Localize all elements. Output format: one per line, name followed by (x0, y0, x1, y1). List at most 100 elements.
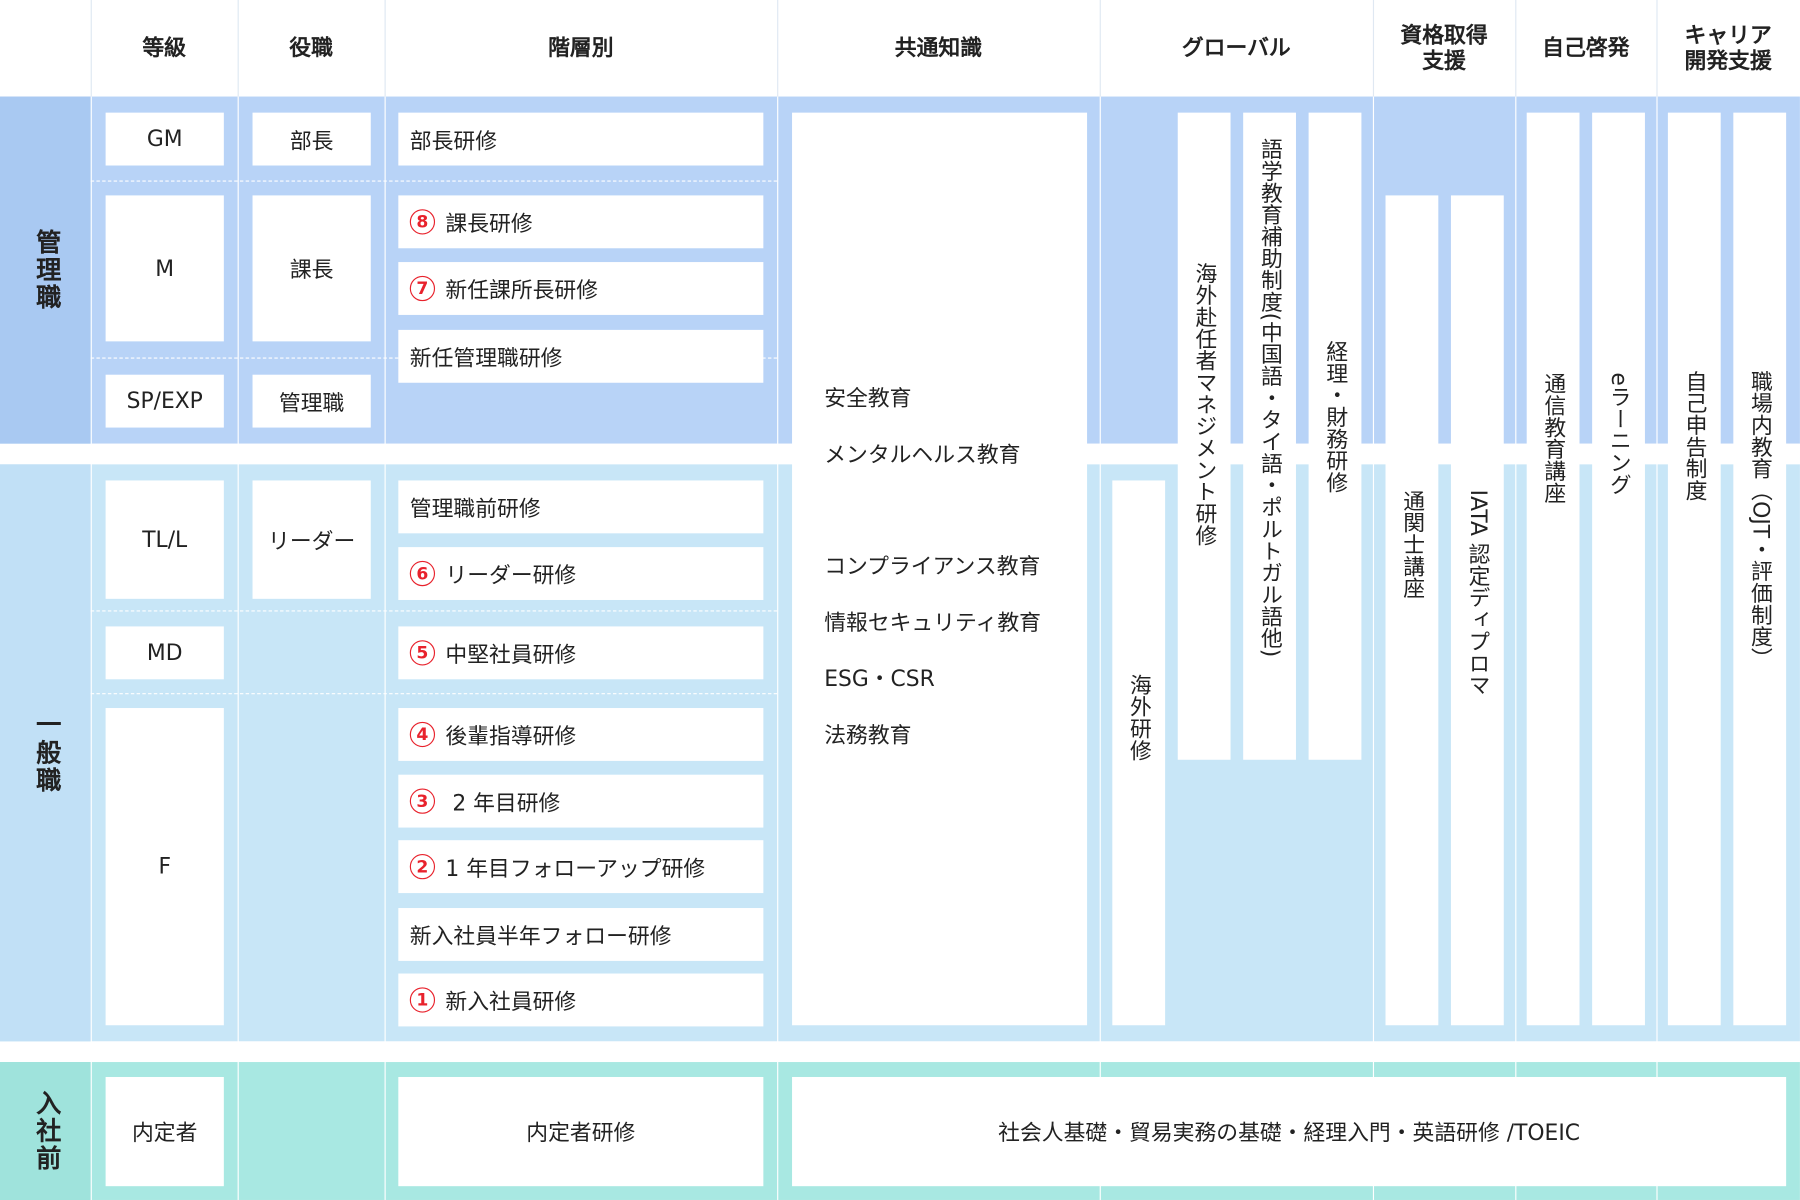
global-language-aid: 語学教育補助制度(中国語・タイ語・ポルトガル語他) (1243, 112, 1296, 760)
grade-naiteisha: 内定者 (105, 1076, 224, 1187)
tier-training-item: 新入社員半年フォロー研修 (398, 908, 764, 961)
career-self-report: 自己申告制度 (1667, 112, 1721, 1026)
tier-training-label: 中堅社員研修 (445, 641, 577, 668)
header-divider (1099, 0, 1101, 97)
tier-training-item: 新任管理職研修 (398, 329, 764, 383)
grade-f: F (105, 708, 224, 1026)
column-separator (237, 96, 239, 1200)
self-dev-correspondence: 通信教育講座 (1526, 112, 1580, 1026)
management-label-cell: 管理職 (0, 96, 91, 444)
training-number-badge: 5 (409, 640, 436, 666)
common-item: メンタルヘルス教育 (824, 442, 1021, 468)
header-divider (384, 0, 386, 97)
training-number-badge: 2 (409, 854, 436, 880)
self-dev-elearning: eラーニング (1592, 112, 1645, 1026)
grade-gm: GM (105, 112, 224, 166)
header-divider (1656, 0, 1658, 97)
grade-md: MD (105, 626, 224, 680)
pre-join-common-training: 社会人基礎・貿易実務の基礎・経理入門・英語研修 /TOEIC (792, 1076, 1787, 1187)
common-item: コンプライアンス教育 (824, 554, 1041, 580)
tier-training-label: 部長研修 (409, 128, 498, 154)
column-separator (1515, 96, 1517, 1200)
self-dev-elearning-label: eラーニング (1606, 372, 1632, 496)
tier-training-label: リーダー研修 (445, 562, 577, 588)
tier-training-label: 新任課所長研修 (445, 277, 599, 303)
tier-training-item: 4 後輩指導研修 (398, 708, 764, 761)
column-separator (777, 96, 779, 1200)
global-overseas-training-label: 海外研修 (1126, 673, 1152, 761)
career-ojt: 職場内教育（OJT・評価制度） (1733, 112, 1787, 1026)
common-item: 法務教育 (824, 722, 912, 749)
tier-training-item: 1 新入社員研修 (398, 973, 764, 1027)
qualification-iata: IATA 認定ディプロマ (1450, 195, 1504, 1026)
header-tier: 階層別 (548, 35, 614, 61)
training-number-badge: 7 (409, 275, 436, 302)
tier-training-label: 2 年目研修 (445, 790, 561, 816)
header-self-dev: 自己啓発 (1542, 35, 1630, 61)
tier-training-item: 6 リーダー研修 (398, 547, 764, 600)
tier-training-item: 7 新任課所長研修 (398, 262, 764, 315)
qualification-iata-label: IATA 認定ディプロマ (1465, 489, 1491, 696)
group-label-general: 一般職 (31, 711, 61, 795)
global-overseas-training: 海外研修 (1112, 480, 1166, 1026)
tier-training-label: 後輩指導研修 (445, 723, 577, 749)
column-separator (90, 96, 92, 1200)
pre-join-tier-training: 内定者研修 (398, 1076, 764, 1187)
group-label-management: 管理職 (31, 228, 61, 312)
common-item: 情報セキュリティ教育 (824, 610, 1042, 636)
tier-training-label: 1 年目フォローアップ研修 (445, 855, 706, 882)
training-number-badge: 3 (409, 788, 436, 814)
band-gap (0, 1041, 1800, 1063)
column-separator (384, 96, 386, 1200)
header-position: 役職 (289, 35, 333, 61)
tier-training-label: 新入社員半年フォロー研修 (409, 923, 672, 949)
career-self-report-label: 自己申告制度 (1682, 370, 1708, 502)
qualification-customs: 通関士講座 (1385, 195, 1439, 1026)
training-number-badge: 1 (409, 987, 436, 1013)
position-leader: リーダー (252, 480, 371, 599)
career-ojt-label: 職場内教育（OJT・評価制度） (1747, 370, 1773, 670)
column-separator (1099, 96, 1101, 1200)
tier-training-item: 管理職前研修 (398, 480, 764, 534)
header-divider (237, 0, 239, 97)
header-qualification: 資格取得 支援 (1400, 22, 1488, 74)
self-dev-correspondence-label: 通信教育講座 (1540, 372, 1567, 504)
tier-training-item: 2 1 年目フォローアップ研修 (398, 840, 764, 894)
grade-sp-exp: SP/EXP (105, 374, 224, 428)
tier-training-item: 3 2 年目研修 (398, 774, 764, 828)
pre-join-label-cell: 入社前 (0, 1062, 91, 1200)
header-career: キャリア 開発支援 (1684, 22, 1772, 74)
tier-training-item: 5 中堅社員研修 (398, 626, 764, 680)
common-item: ESG・CSR (824, 666, 935, 692)
tier-training-label: 管理職前研修 (409, 495, 541, 522)
row-separator (90, 693, 778, 695)
training-number-badge: 6 (409, 560, 436, 587)
header-global: グローバル (1181, 35, 1291, 61)
position-bucho: 部長 (252, 112, 371, 166)
column-separator (1372, 96, 1375, 1200)
general-label-cell: 一般職 (0, 464, 91, 1042)
header-divider (1372, 0, 1375, 97)
training-number-badge: 8 (409, 209, 436, 235)
row-separator (90, 610, 778, 612)
header-common: 共通知識 (894, 35, 983, 61)
global-language-aid-label: 語学教育補助制度(中国語・タイ語・ポルトガル語他) (1257, 137, 1283, 658)
header-divider (777, 0, 779, 97)
column-separator (1656, 96, 1658, 1200)
qualification-customs-label: 通関士講座 (1399, 489, 1426, 599)
common-item: 安全教育 (824, 386, 912, 412)
common-knowledge-box: 安全教育 メンタルヘルス教育 コンプライアンス教育 情報セキュリティ教育 ESG… (792, 112, 1088, 1026)
global-expat-management: 海外赴任者マネジメント研修 (1177, 112, 1231, 760)
tier-training-label: 課長研修 (445, 210, 533, 237)
training-number-badge: 4 (409, 721, 436, 748)
position-kanrishoku: 管理職 (252, 374, 371, 428)
tier-training-label: 新入社員研修 (445, 989, 577, 1015)
global-accounting: 経理・財務研修 (1308, 112, 1362, 760)
row-separator (90, 180, 778, 182)
header-divider (1515, 0, 1517, 97)
tier-training-label: 新任管理職研修 (409, 345, 563, 371)
group-label-pre-join: 入社前 (31, 1089, 61, 1173)
position-kacho: 課長 (252, 195, 371, 342)
global-accounting-label: 経理・財務研修 (1322, 340, 1349, 494)
